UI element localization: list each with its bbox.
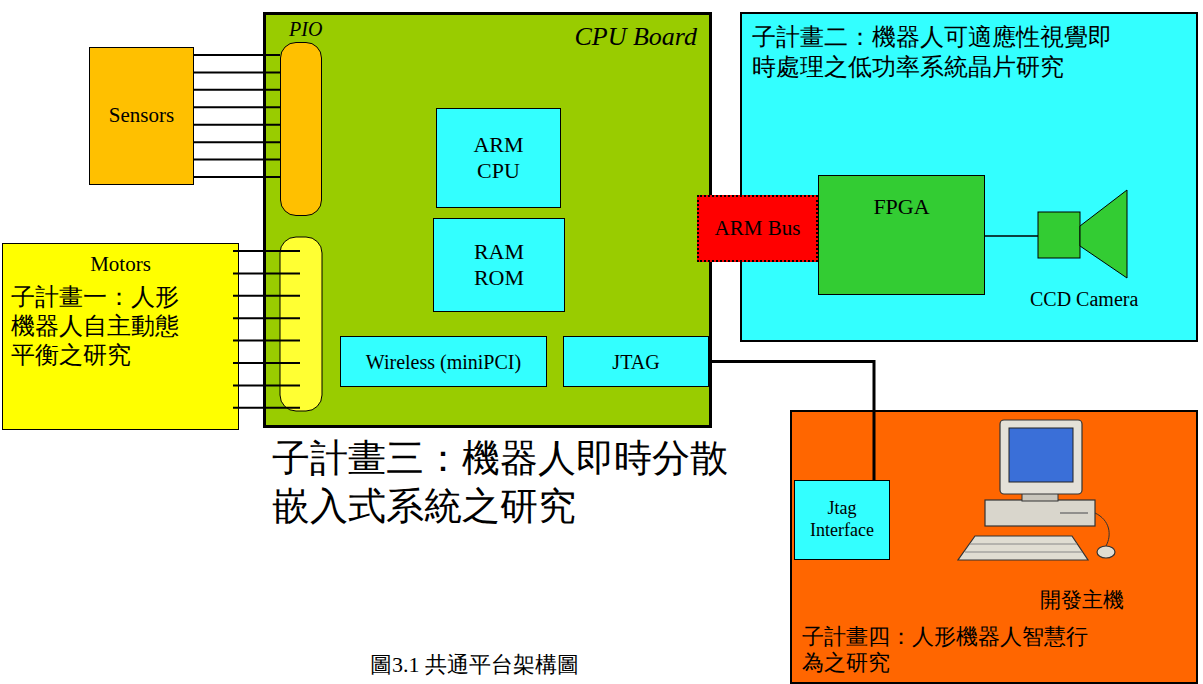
pin-bus xyxy=(194,55,280,177)
pin-line xyxy=(233,272,300,274)
camera-label: CCD Camera xyxy=(1030,287,1138,311)
computer-icon xyxy=(958,420,1115,560)
pin-line xyxy=(233,317,300,319)
subproject-panel: 子計畫四：人形機器人智慧行為之研究 Jtag Interface xyxy=(790,410,1198,684)
connector-label: PIO xyxy=(289,19,322,39)
box-label: ARM CPU xyxy=(470,132,527,185)
subproject-heading: 子計畫三：機器人即時分散嵌入式系統之研究 xyxy=(272,435,739,530)
box-label: FPGA xyxy=(873,194,929,220)
box-label: ARM Bus xyxy=(715,216,801,241)
cpu-board: CPU Board子計畫三：機器人即時分散嵌入式系統之研究PIOARM CPUR… xyxy=(263,12,712,428)
figure-caption: 圖3.1 共通平台架構圖 xyxy=(370,652,579,678)
box-label: JTAG xyxy=(612,350,659,374)
subproject-heading: 子計畫四：人形機器人智慧行為之研究 xyxy=(802,624,1097,677)
pin-line xyxy=(233,384,300,386)
bus-box: ARM Bus xyxy=(697,195,818,262)
camera-wire xyxy=(985,235,1038,237)
box-label: Wireless (miniPCI) xyxy=(366,350,521,374)
host-label: 開發主機 xyxy=(1040,588,1124,613)
pin-line xyxy=(233,295,300,297)
memory-box: RAM ROM xyxy=(433,218,565,312)
jtag-cable xyxy=(709,362,874,481)
computer-case xyxy=(985,500,1095,526)
fpga-box: FPGA xyxy=(818,175,985,295)
board-title: CPU Board xyxy=(574,21,697,52)
drive-slot xyxy=(1060,512,1088,514)
pin-line xyxy=(233,340,300,342)
pin-line xyxy=(233,407,300,409)
motor-box: Motors 子計畫一：人形機器人自主動態平衡之研究 xyxy=(2,243,239,430)
mouse-cable xyxy=(1095,513,1109,546)
jtag-interface-box: Jtag Interface xyxy=(794,480,890,560)
jtag-box: JTAG xyxy=(563,336,709,387)
keyboard xyxy=(958,536,1088,560)
key-row xyxy=(970,544,1077,545)
pio-connector: PIO xyxy=(280,42,322,216)
motor-pins xyxy=(233,251,300,408)
pin-line xyxy=(233,362,300,364)
box-label: Sensors xyxy=(109,103,174,128)
mouse xyxy=(1097,546,1115,558)
pin-line xyxy=(233,250,300,252)
box-label: Jtag Interface xyxy=(795,498,889,541)
box-label: RAM ROM xyxy=(470,239,527,292)
camera-lens xyxy=(1080,190,1127,278)
monitor xyxy=(1000,420,1082,494)
subproject-heading: 子計畫二：機器人可適應性視覺即時處理之低功率系統晶片研究 xyxy=(752,22,1122,82)
monitor-stand xyxy=(1022,492,1058,501)
sensor-box: Sensors xyxy=(89,47,194,185)
key-row xyxy=(965,552,1082,553)
motor-connector xyxy=(280,237,322,411)
subproject-heading: 子計畫一：人形機器人自主動態平衡之研究 xyxy=(11,283,186,369)
box-label: Motors xyxy=(90,252,151,277)
monitor-screen xyxy=(1009,428,1073,482)
cpu-box: ARM CPU xyxy=(436,108,561,208)
wireless-box: Wireless (miniPCI) xyxy=(340,336,547,387)
camera-body xyxy=(1038,212,1080,258)
